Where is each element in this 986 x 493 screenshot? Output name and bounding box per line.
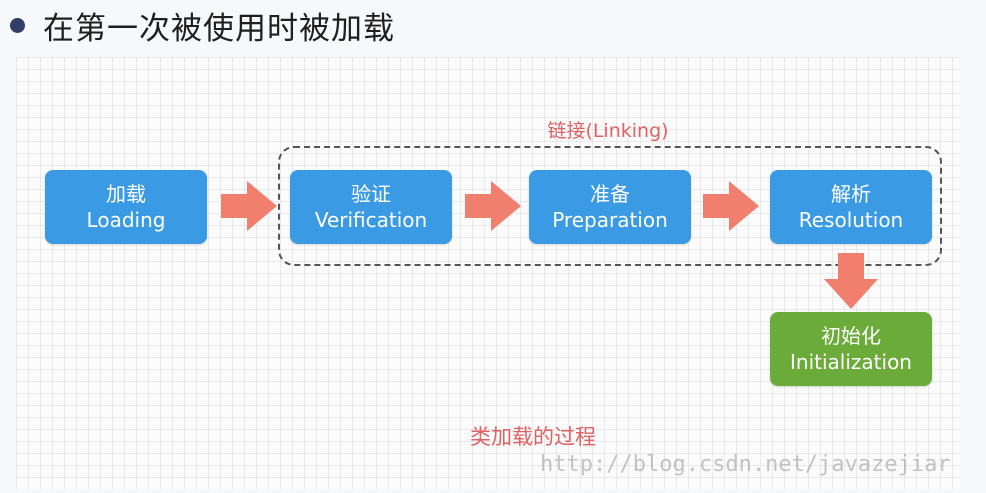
bullet-icon: [10, 17, 25, 33]
stage-loading: 加载 Loading: [45, 170, 207, 244]
stage-initialization-zh: 初始化: [821, 324, 881, 348]
stage-preparation-zh: 准备: [590, 182, 630, 206]
arrow-right-icon: [703, 181, 759, 231]
stage-verification-zh: 验证: [351, 182, 391, 206]
stage-resolution: 解析 Resolution: [770, 170, 932, 244]
stage-verification-en: Verification: [314, 208, 428, 232]
diagram-caption: 类加载的过程: [470, 425, 596, 449]
arrow-right-icon: [465, 181, 521, 231]
heading-text: 在第一次被使用时被加载: [43, 10, 395, 47]
stage-initialization-en: Initialization: [790, 350, 912, 374]
stage-preparation: 准备 Preparation: [529, 170, 691, 244]
linking-group-box: [278, 146, 942, 266]
diagram-canvas: [16, 57, 960, 489]
stage-resolution-zh: 解析: [831, 182, 871, 206]
stage-verification: 验证 Verification: [290, 170, 452, 244]
stage-loading-zh: 加载: [106, 182, 146, 206]
arrow-down-icon: [824, 253, 878, 309]
stage-preparation-en: Preparation: [552, 208, 668, 232]
stage-loading-en: Loading: [86, 208, 166, 232]
linking-group-label: 链接(Linking): [547, 120, 669, 142]
watermark-url: http://blog.csdn.net/javazejiar: [540, 452, 951, 477]
arrow-right-icon: [221, 181, 277, 231]
stage-resolution-en: Resolution: [798, 208, 904, 232]
stage-initialization: 初始化 Initialization: [770, 312, 932, 386]
slide-heading: 在第一次被使用时被加载: [10, 3, 395, 47]
